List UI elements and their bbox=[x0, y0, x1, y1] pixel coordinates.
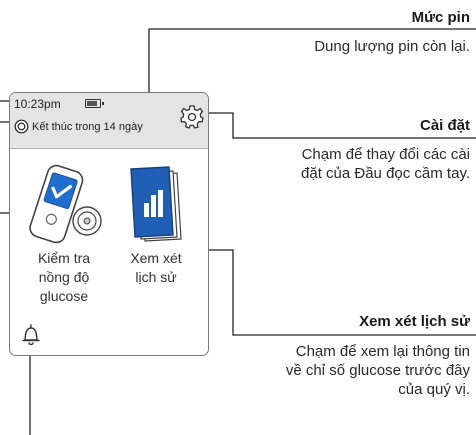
settings-desc-line: Chạm để thay đổi các cài bbox=[301, 146, 470, 163]
check-glucose-label: Kiểm tra nồng độ glucose bbox=[22, 249, 106, 306]
settings-annotation-desc: Chạm để thay đổi các cài đặt của Đầu đọc… bbox=[301, 145, 470, 183]
review-history-label-line: lịch sử bbox=[135, 269, 177, 285]
battery-icon bbox=[85, 99, 104, 108]
reader-screen: 10:23pm Kết thúc trong 14 ngày bbox=[9, 92, 209, 356]
history-annotation-title: Xem xét lịch sử bbox=[359, 313, 470, 330]
sensor-status-text: Kết thúc trong 14 ngày bbox=[32, 121, 143, 133]
check-glucose-label-line: nồng độ bbox=[38, 269, 90, 285]
check-glucose-label-line: Kiểm tra bbox=[37, 250, 91, 266]
history-desc-line: của quý vị. bbox=[398, 381, 470, 398]
logbook-icon bbox=[130, 166, 182, 242]
history-desc-line: Chạm để xem lại thông tin bbox=[295, 343, 470, 360]
history-annotation-desc: Chạm để xem lại thông tin về chỉ số gluc… bbox=[286, 342, 470, 399]
review-history-label-line: Xem xét bbox=[130, 250, 182, 266]
battery-level-fill bbox=[87, 101, 97, 106]
review-history-button[interactable]: Xem xét lịch sử bbox=[114, 163, 198, 303]
battery-annotation-title: Mức pin bbox=[411, 9, 470, 26]
settings-desc-line: đặt của Đầu đọc cầm tay. bbox=[301, 165, 470, 182]
gear-icon[interactable] bbox=[180, 105, 204, 129]
settings-annotation-title: Cài đặt bbox=[419, 117, 470, 134]
time-display: 10:23pm bbox=[14, 97, 61, 111]
check-glucose-button[interactable]: Kiểm tra nồng độ glucose bbox=[22, 163, 106, 343]
sensor-icon bbox=[14, 119, 29, 134]
bell-icon[interactable] bbox=[21, 324, 41, 346]
review-history-label: Xem xét lịch sử bbox=[114, 249, 198, 287]
check-glucose-label-line: glucose bbox=[39, 288, 89, 304]
settings-callout-line bbox=[199, 112, 476, 139]
battery-annotation-desc: Dung lượng pin còn lại. bbox=[314, 38, 470, 55]
history-desc-line: về chỉ số glucose trước đây bbox=[285, 362, 470, 379]
status-bar: 10:23pm Kết thúc trong 14 ngày bbox=[10, 93, 208, 149]
meter-device-icon bbox=[29, 164, 102, 244]
